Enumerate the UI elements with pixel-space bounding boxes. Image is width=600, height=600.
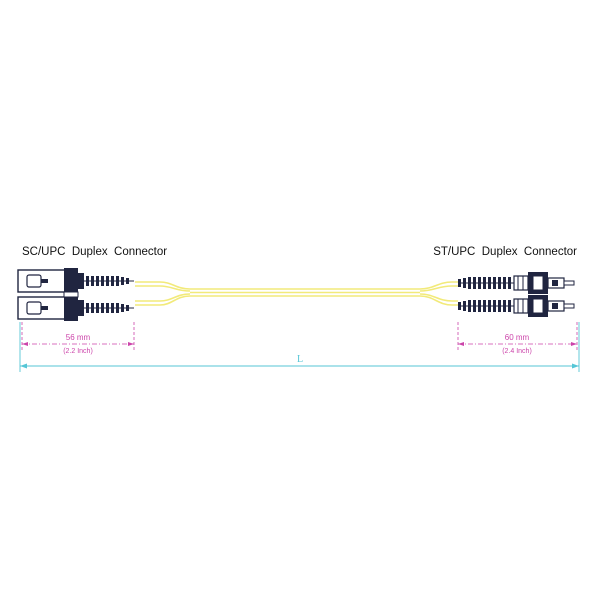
left-dimension xyxy=(21,322,135,352)
cable-branch-bottom-right xyxy=(419,295,458,306)
sc-connector-top xyxy=(17,268,134,294)
st-connector-top xyxy=(458,272,575,294)
st-upc-duplex-connector xyxy=(458,272,575,317)
cable-branch-bottom-left xyxy=(135,295,420,306)
total-length-label: L xyxy=(297,354,303,365)
right-dimension-mm: 60 mm xyxy=(505,333,530,342)
right-connector-label: ST/UPC Duplex Connector xyxy=(433,246,577,258)
cable-branch-bottom-right-2 xyxy=(419,293,458,302)
cable-branch-top-right xyxy=(419,281,458,290)
left-dimension-mm: 56 mm xyxy=(66,333,91,342)
left-connector-label: SC/UPC Duplex Connector xyxy=(22,246,167,258)
cable-branch-top-left xyxy=(135,281,420,290)
cable-branch-top-left-2 xyxy=(135,285,191,292)
right-dimension xyxy=(457,322,578,352)
cable-branch-bottom-left-2 xyxy=(135,293,191,302)
right-dimension-inch: (2.4 Inch) xyxy=(502,348,532,355)
left-dimension-inch: (2.2 Inch) xyxy=(63,348,93,355)
total-length-dimension xyxy=(19,322,580,372)
cable-branch-top-right-2 xyxy=(419,285,458,292)
sc-upc-duplex-connector xyxy=(17,268,134,321)
st-connector-bottom xyxy=(458,295,575,317)
sc-connector-bottom xyxy=(17,295,134,321)
fiber-cable xyxy=(135,281,458,306)
